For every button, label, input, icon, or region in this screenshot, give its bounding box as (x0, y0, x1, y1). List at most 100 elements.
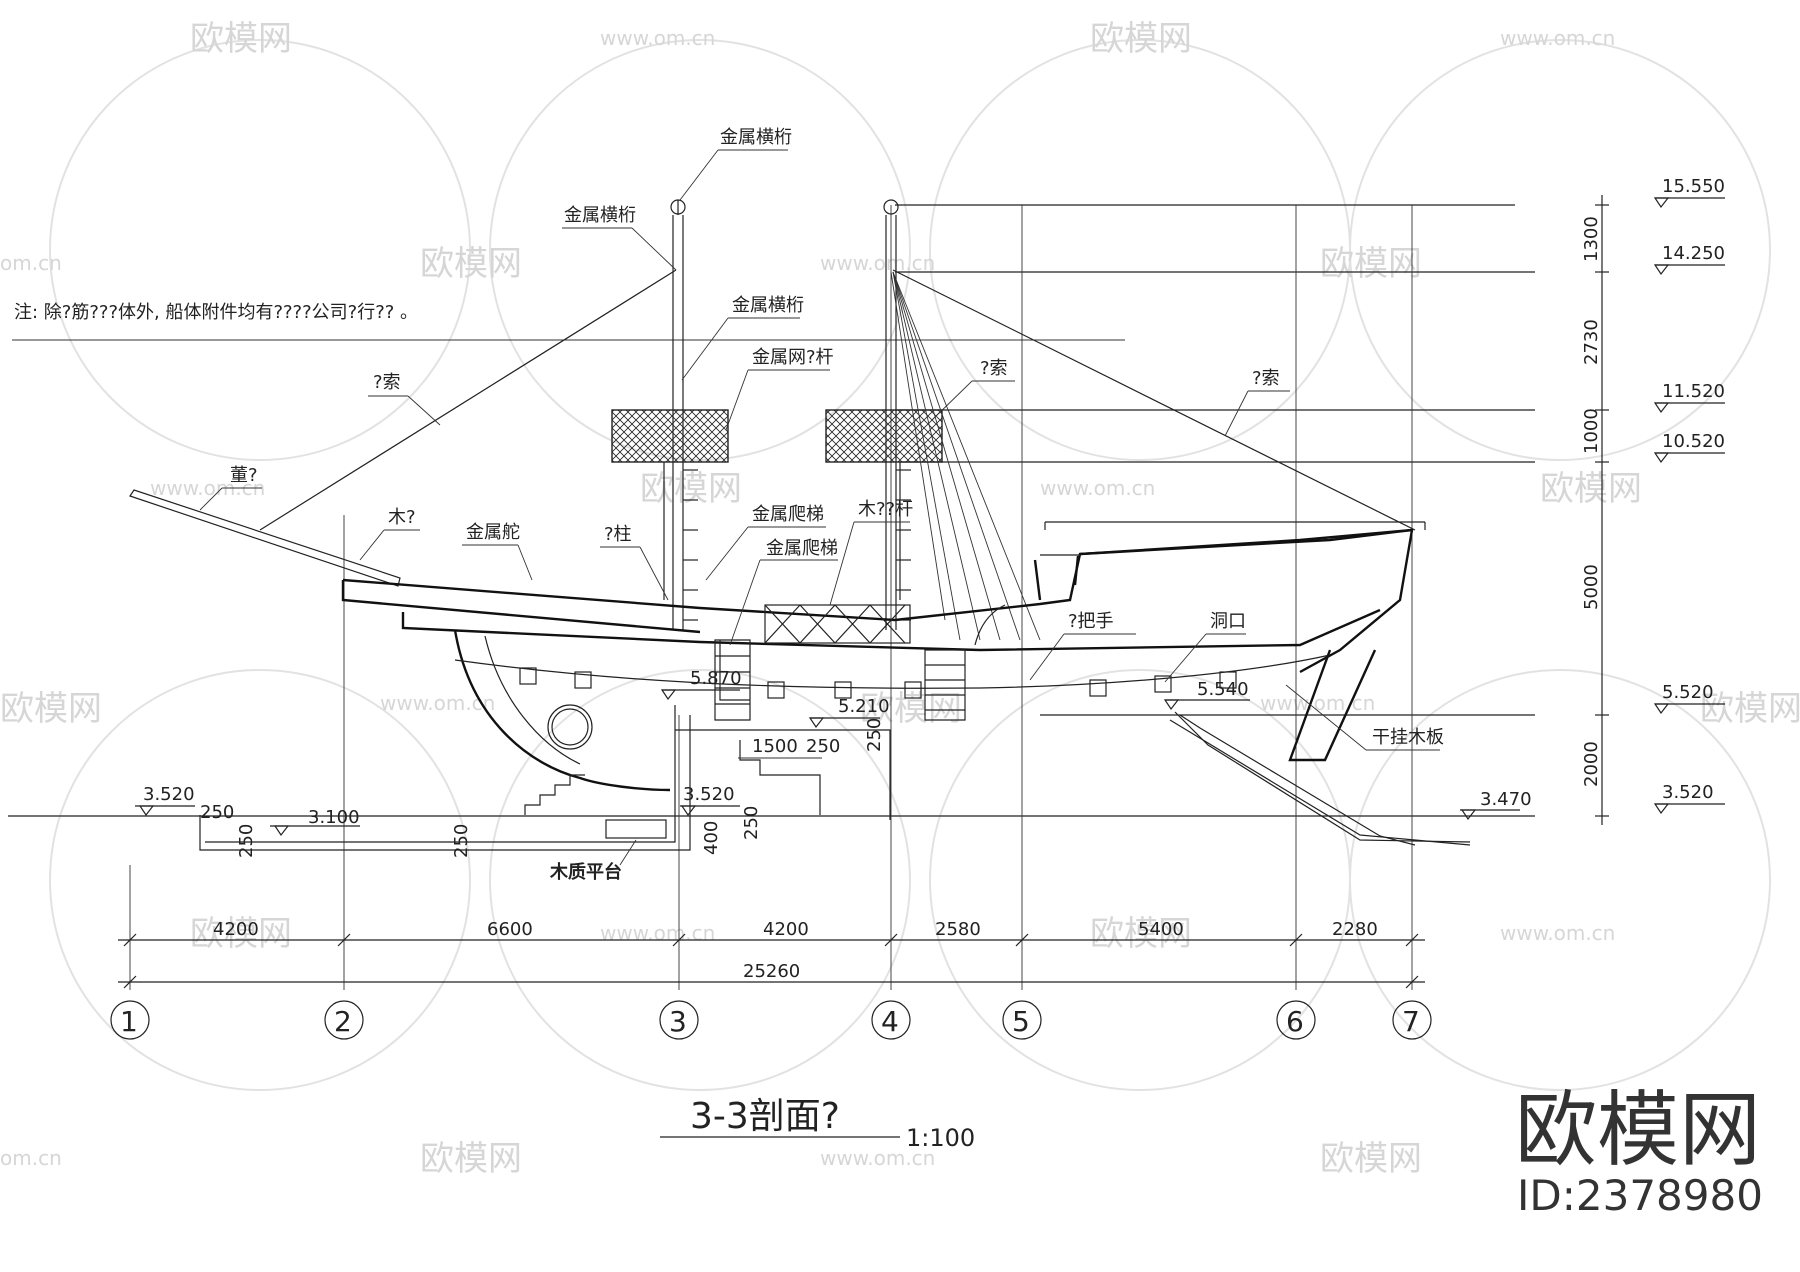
horizontal-dimension-chain: 4200 6600 4200 2580 5400 2280 25260 (118, 919, 1425, 989)
label-ladder-2: 金属爬梯 (766, 538, 838, 559)
axis-bubbles: 1 2 3 4 5 6 7 (110, 1000, 1432, 1040)
watermark-logo: 欧模网 (1320, 1139, 1422, 1179)
mast-ladder-rungs (663, 462, 911, 621)
watermark-url: www.om.cn (1500, 26, 1615, 50)
grid-lines (129, 205, 1413, 990)
watermark-url: www.om.cn (600, 921, 715, 945)
axis-6: 6 (1286, 1005, 1304, 1038)
watermark-url: www.om.cn (1260, 691, 1375, 715)
vertical-dimension-chain: 1300 2730 1000 5000 2000 (1581, 195, 1609, 825)
annotations: 金属横桁 金属横桁 金属横桁 金属网?杆 ?索 ?索 ?索 董? 木? 金属舵 … (199, 127, 1444, 883)
watermark-url: om.cn (0, 1146, 62, 1170)
deck-railing (764, 604, 911, 644)
level-10520: 10.520 (1662, 431, 1725, 452)
label-rope-right: ?索 (1252, 368, 1280, 389)
dim-250: 250 (806, 736, 840, 757)
watermark-url: www.om.cn (600, 26, 715, 50)
watermark-url: www.om.cn (1040, 476, 1155, 500)
vdim-2000: 2000 (1581, 741, 1602, 787)
watermark-logo: 欧模网 (420, 1139, 522, 1179)
label-crossbar-3: 金属横桁 (732, 295, 804, 316)
label-wood-platform: 木质平台 (549, 861, 622, 883)
rigging (259, 269, 1416, 641)
watermark-logo: 欧模网 (1320, 244, 1422, 284)
axis-3: 3 (669, 1005, 687, 1038)
watermark-logo: 欧模网 (860, 689, 962, 729)
vdim-2730: 2730 (1581, 319, 1602, 365)
hdim-2580: 2580 (935, 919, 981, 940)
label-metal-rudder: 金属舵 (466, 522, 520, 543)
vdim-1000: 1000 (1581, 408, 1602, 454)
dim-250: 250 (741, 806, 762, 840)
label-metal-net-rod: 金属网?杆 (752, 347, 834, 368)
level-11520: 11.520 (1662, 381, 1725, 402)
watermark-logo: 欧模网 (1090, 19, 1192, 59)
label-bowsprit: 董? (230, 465, 258, 486)
dim-1500: 1500 (752, 736, 798, 757)
level-3520-center: 3.520 (683, 784, 735, 805)
watermark-url: www.om.cn (380, 691, 495, 715)
axis-4: 4 (881, 1005, 899, 1038)
watermark-url: www.om.cn (1500, 921, 1615, 945)
dim-250: 250 (864, 718, 885, 752)
axis-1: 1 (120, 1005, 138, 1038)
dim-250: 250 (200, 802, 234, 823)
label-ladder-1: 金属爬梯 (752, 504, 824, 525)
level-5870: 5.870 (690, 668, 742, 689)
crows-nest-fore (611, 409, 729, 463)
label-crossbar-1: 金属横桁 (720, 127, 792, 148)
dim-250: 250 (236, 824, 257, 858)
watermark-logo: 欧模网 (420, 244, 522, 284)
watermark-logo: 欧模网 (640, 469, 742, 509)
watermark-url: www.om.cn (820, 251, 935, 275)
label-handrail: ?把手 (1068, 611, 1114, 632)
label-wood: 木? (388, 507, 416, 528)
note-text: 注: 除?筋???体外, 船体附件均有????公司?行?? 。 (14, 302, 418, 323)
watermark-logo: 欧模网 (1700, 689, 1800, 729)
portholes (519, 667, 1237, 750)
level-5520: 5.520 (1662, 682, 1714, 703)
watermark-layer: 欧模网 欧模网 www.om.cn www.om.cn 欧模网 欧模网 om.c… (0, 19, 1800, 1179)
stairs (524, 639, 1471, 846)
hdim-5400: 5400 (1138, 919, 1184, 940)
watermark-url: om.cn (0, 251, 62, 275)
label-hole: 洞口 (1210, 611, 1246, 632)
watermark-logo: 欧模网 (1540, 469, 1642, 509)
brand-id: ID:2378980 (1517, 1171, 1763, 1220)
level-5540: 5.540 (1197, 679, 1249, 700)
level-5210: 5.210 (838, 696, 890, 717)
level-15550: 15.550 (1662, 176, 1725, 197)
watermark-logo: 欧模网 (190, 19, 292, 59)
hdim-6600: 6600 (487, 919, 533, 940)
drawing-scale: 1:100 (906, 1124, 975, 1152)
small-dimensions: 250 250 250 400 250 250 1500 250 (200, 718, 885, 858)
drawing-title: 3-3剖面? (690, 1096, 840, 1137)
hdim-4200: 4200 (213, 919, 259, 940)
watermark-url: www.om.cn (820, 1146, 935, 1170)
level-3470: 3.470 (1480, 789, 1532, 810)
label-wood-rail: 木??杆 (858, 499, 913, 520)
label-crossbar-2: 金属横桁 (564, 205, 636, 226)
level-3520-left: 3.520 (143, 784, 195, 805)
hdim-4200: 4200 (763, 919, 809, 940)
right-level-markers: 15.550 14.250 11.520 10.520 5.520 3.520 (1653, 176, 1725, 815)
watermark-logo: 欧模网 (0, 689, 102, 729)
label-pillar: ?柱 (604, 524, 632, 545)
axis-7: 7 (1402, 1005, 1420, 1038)
axis-5: 5 (1012, 1005, 1030, 1038)
interior-level-markers: 5.870 5.210 5.540 3.520 3.100 3.520 3.47… (135, 668, 1532, 837)
watermark-logo: 欧模网 (1090, 914, 1192, 954)
dim-400: 400 (701, 821, 722, 855)
brand-logo: 欧模网 (1515, 1083, 1761, 1178)
label-rope-left: ?索 (373, 372, 401, 393)
level-3100: 3.100 (308, 807, 360, 828)
label-hanging-board: 干挂木板 (1372, 727, 1444, 748)
hdim-2280: 2280 (1332, 919, 1378, 940)
bowsprit (129, 489, 401, 587)
lower-platform (199, 705, 1471, 851)
dim-250: 250 (451, 824, 472, 858)
total-dimension: 25260 (743, 961, 800, 982)
hull (341, 521, 1426, 792)
crows-nest-main (825, 409, 943, 463)
